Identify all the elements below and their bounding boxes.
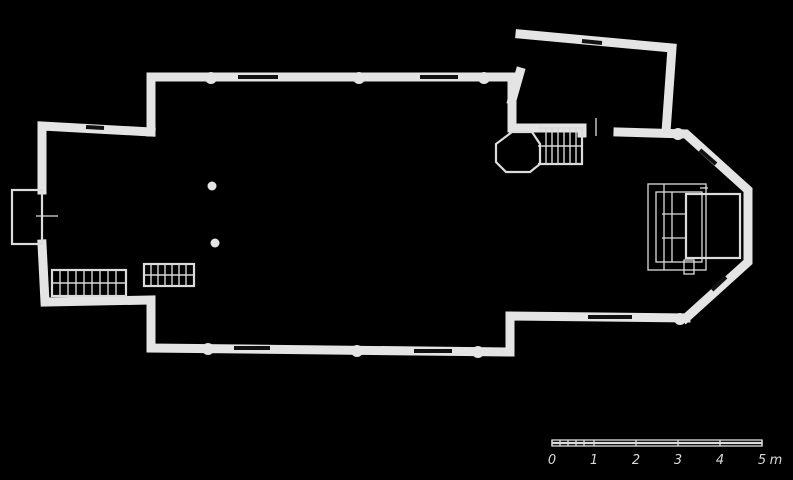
stair-west-inner <box>142 262 196 288</box>
scale-unit: m <box>770 453 783 468</box>
scale-label-3: 3 <box>674 453 682 468</box>
window-openings <box>85 39 728 353</box>
west-porch <box>10 188 58 246</box>
stair-north-east <box>494 118 597 174</box>
altar <box>647 183 742 275</box>
scale-label-5: 5 <box>758 453 766 468</box>
scale-label-2: 2 <box>632 453 640 468</box>
scale-bar: 0 1 2 3 4 5 m <box>548 439 783 468</box>
scale-label-1: 1 <box>590 453 598 468</box>
stair-west <box>50 268 128 298</box>
outer-walls <box>37 29 753 357</box>
scale-label-4: 4 <box>716 453 724 468</box>
nave-columns <box>207 181 220 248</box>
scale-label-0: 0 <box>548 453 556 468</box>
wall-pilasters <box>202 72 686 358</box>
